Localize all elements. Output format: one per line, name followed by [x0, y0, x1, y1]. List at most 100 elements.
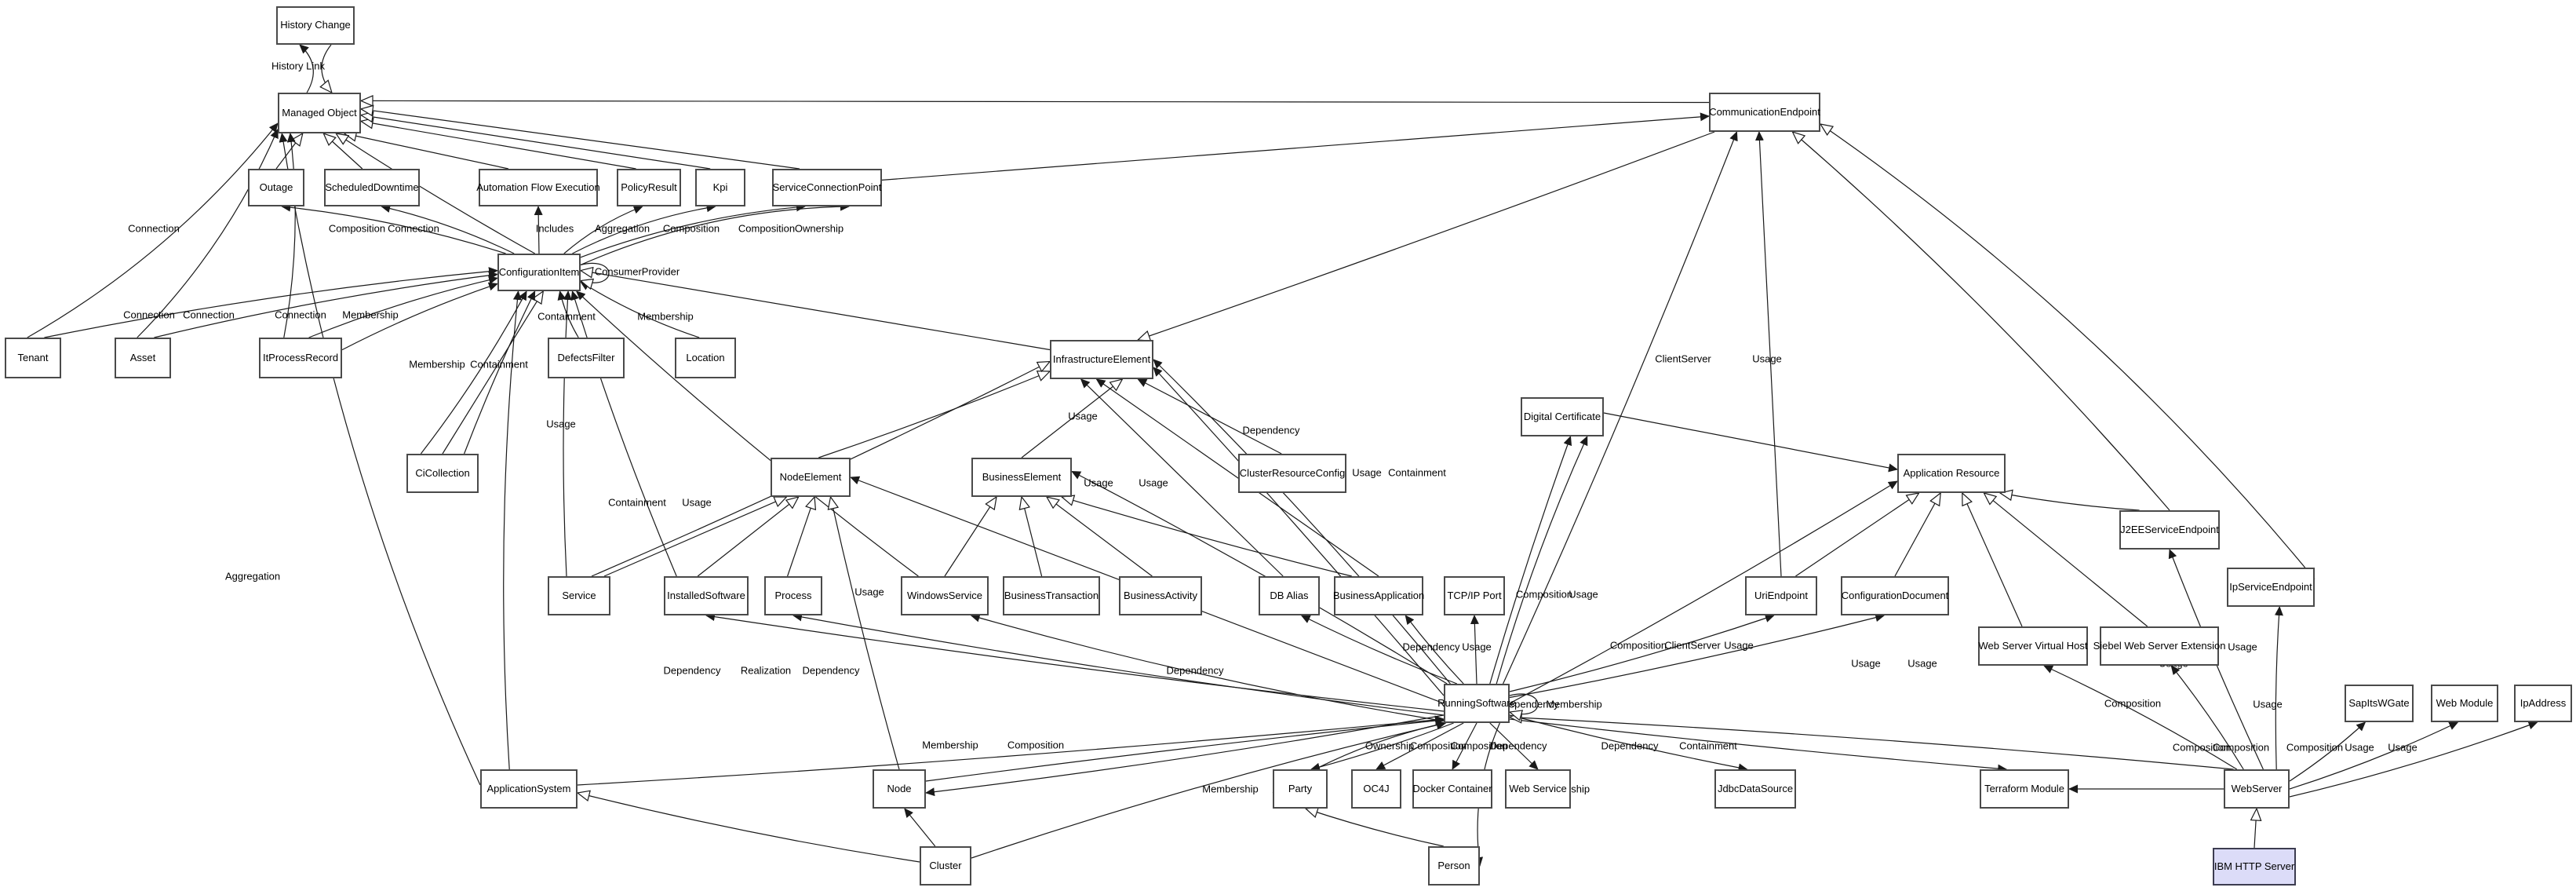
- edge-running-software-to-running-software: [1508, 693, 1539, 721]
- class-node-oc4j[interactable]: OC4J: [1351, 769, 1401, 809]
- class-node-outage[interactable]: Outage: [248, 169, 304, 206]
- edge-node-to-running-software: [925, 716, 1445, 782]
- class-node-sap-its-wgate[interactable]: SapItsWGate: [2345, 685, 2414, 722]
- edge-business-application-to-business-element: [1060, 495, 1352, 577]
- edge-ci-collection-to-configuration-item: [420, 290, 527, 455]
- edge-running-software-to-digital-certificate: [1489, 436, 1572, 685]
- edge-running-software-to-terraform-module: [1509, 718, 2008, 773]
- edge-managed-object-to-history-change: [299, 44, 314, 93]
- class-node-application-system[interactable]: ApplicationSystem: [480, 769, 578, 809]
- edge-application-system-to-configuration-item: [503, 290, 522, 770]
- edge-service-connection-point-to-managed-object: [359, 104, 800, 170]
- edge-running-software-to-web-service: [1489, 722, 1539, 770]
- class-node-ci-collection[interactable]: CiCollection: [406, 454, 479, 493]
- class-node-automation-flow-execution[interactable]: Automation Flow Execution: [476, 169, 600, 206]
- class-node-defects-filter[interactable]: DefectsFilter: [548, 338, 625, 378]
- class-node-kpi[interactable]: Kpi: [695, 169, 745, 206]
- edge-web-server-virtual-host-to-application-resource: [1962, 491, 2023, 627]
- edge-business-application-to-infrastructure-element: [1095, 378, 1379, 577]
- edge-web-server-to-ip-service-endpoint: [2274, 606, 2283, 770]
- class-node-node-element[interactable]: NodeElement: [771, 458, 851, 497]
- class-node-digital-certificate[interactable]: Digital Certificate: [1521, 397, 1604, 436]
- class-node-node[interactable]: Node: [873, 769, 926, 809]
- class-node-asset[interactable]: Asset: [115, 338, 171, 378]
- edge-configuration-item-to-automation-flow-execution: [534, 206, 543, 254]
- edge-configuration-item-to-policy-result: [563, 205, 643, 254]
- class-node-person[interactable]: Person: [1428, 846, 1480, 886]
- class-node-application-resource[interactable]: Application Resource: [1897, 454, 2006, 493]
- class-node-policy-result[interactable]: PolicyResult: [617, 169, 681, 206]
- class-node-history-change[interactable]: History Change: [276, 6, 355, 45]
- class-node-installed-software[interactable]: InstalledSoftware: [664, 576, 749, 615]
- class-node-party[interactable]: Party: [1273, 769, 1328, 809]
- edge-running-software-to-windows-service: [970, 613, 1445, 722]
- class-node-tenant[interactable]: Tenant: [5, 338, 61, 378]
- edge-running-software-to-party: [1310, 722, 1454, 772]
- edge-node-element-to-infrastructure-element: [818, 371, 1051, 458]
- edge-ci-collection-to-configuration-item: [442, 290, 545, 455]
- class-node-business-application[interactable]: BusinessApplication: [1333, 576, 1424, 615]
- class-node-ip-address[interactable]: IpAddress: [2514, 685, 2572, 722]
- edge-cluster-to-running-software: [971, 721, 1447, 859]
- edge-running-software-to-infrastructure-element: [1153, 359, 1451, 685]
- edge-running-software-to-db-alias: [1300, 615, 1458, 685]
- edge-communication-endpoint-to-managed-object: [359, 95, 1710, 107]
- class-node-business-activity[interactable]: BusinessActivity: [1119, 576, 1202, 615]
- class-node-jdbc-data-source[interactable]: JdbcDataSource: [1714, 769, 1796, 809]
- class-node-service-connection-point[interactable]: ServiceConnectionPoint: [772, 169, 882, 206]
- class-node-j2ee-service-endpoint[interactable]: J2EEServiceEndpoint: [2119, 510, 2220, 550]
- edge-running-software-to-docker-container: [1452, 722, 1477, 770]
- edge-installed-software-to-configuration-item: [570, 290, 677, 577]
- class-node-service[interactable]: Service: [548, 576, 610, 615]
- class-node-web-service[interactable]: Web Service: [1505, 769, 1571, 809]
- class-node-configuration-document[interactable]: ConfigurationDocument: [1841, 576, 1949, 615]
- edge-configuration-item-to-service-connection-point: [580, 202, 850, 265]
- edge-running-software-to-oc4j: [1375, 722, 1464, 770]
- class-node-communication-endpoint[interactable]: CommunicationEndpoint: [1709, 93, 1820, 132]
- edge-running-software-to-installed-software: [705, 612, 1445, 712]
- class-node-web-module[interactable]: Web Module: [2431, 685, 2498, 722]
- class-node-business-element[interactable]: BusinessElement: [971, 458, 1072, 497]
- edge-application-system-to-running-software: [577, 715, 1445, 786]
- class-node-tcpip-port[interactable]: TCP/IP Port: [1444, 576, 1505, 615]
- class-node-it-process-record[interactable]: ItProcessRecord: [259, 338, 342, 378]
- class-node-location[interactable]: Location: [675, 338, 736, 378]
- class-node-terraform-module[interactable]: Terraform Module: [1980, 769, 2069, 809]
- class-node-scheduled-downtime[interactable]: ScheduledDowntime: [324, 169, 420, 206]
- edge-running-software-to-process: [792, 612, 1445, 716]
- edge-defects-filter-to-configuration-item: [557, 290, 579, 338]
- class-node-running-software[interactable]: RunningSoftware: [1437, 684, 1516, 723]
- class-node-ip-service-endpoint[interactable]: IpServiceEndpoint: [2227, 568, 2315, 607]
- edge-j2ee-service-endpoint-to-application-resource: [1998, 489, 2140, 511]
- class-node-web-server[interactable]: WebServer: [2224, 769, 2290, 809]
- class-node-windows-service[interactable]: WindowsService: [901, 576, 989, 615]
- edge-process-to-node-element: [787, 495, 817, 577]
- class-node-cluster-resource-config[interactable]: ClusterResourceConfig: [1238, 454, 1346, 493]
- class-node-siebel-web-server-extension[interactable]: Siebel Web Server Extension: [2093, 626, 2225, 666]
- class-node-managed-object[interactable]: Managed Object: [278, 93, 361, 133]
- edge-windows-service-to-business-element: [944, 495, 997, 577]
- edge-running-software-to-communication-endpoint: [1503, 131, 1738, 685]
- edge-configuration-item-to-kpi: [572, 203, 716, 254]
- edge-tenant-to-configuration-item: [44, 267, 498, 338]
- edge-web-server-to-sap-its-wgate: [2289, 721, 2366, 782]
- class-node-process[interactable]: Process: [764, 576, 822, 615]
- class-node-db-alias[interactable]: DB Alias: [1259, 576, 1320, 615]
- class-node-infrastructure-element[interactable]: InfrastructureElement: [1050, 340, 1153, 379]
- edge-service-to-node-element: [603, 496, 788, 577]
- edge-location-to-configuration-item: [580, 281, 700, 338]
- edge-service-to-configuration-item: [563, 290, 572, 577]
- edge-web-server-to-running-software: [1508, 711, 2234, 770]
- class-node-web-server-virtual-host[interactable]: Web Server Virtual Host: [1978, 626, 2088, 666]
- class-node-uri-endpoint[interactable]: UriEndpoint: [1745, 576, 1817, 615]
- class-node-cluster[interactable]: Cluster: [920, 846, 971, 886]
- edge-db-alias-to-infrastructure-element: [1080, 378, 1284, 577]
- class-node-configuration-item[interactable]: ConfigurationItem: [497, 254, 581, 291]
- class-node-ibm-http-server[interactable]: IBM HTTP Server: [2213, 848, 2296, 886]
- edge-it-process-record-to-managed-object: [283, 133, 296, 338]
- class-node-business-transaction[interactable]: BusinessTransaction: [1003, 576, 1100, 615]
- edge-configuration-item-to-outage: [281, 203, 506, 254]
- class-node-docker-container[interactable]: Docker Container: [1412, 769, 1492, 809]
